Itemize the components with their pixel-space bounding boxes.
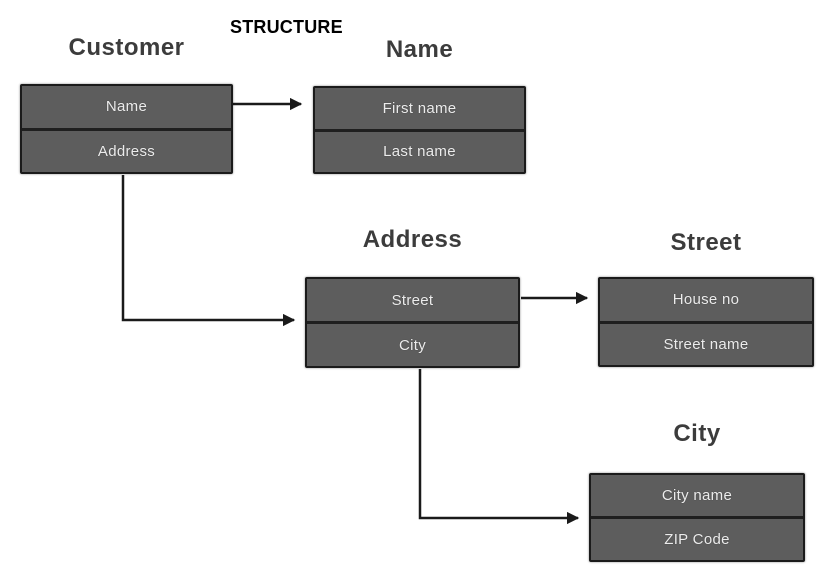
node-title-street: Street xyxy=(670,229,742,256)
node-customer: Name Address xyxy=(20,84,233,174)
field-customer-address: Address xyxy=(22,127,231,173)
node-street: House no Street name xyxy=(598,277,814,367)
field-street-house-no: House no xyxy=(672,291,740,309)
node-title-address: Address xyxy=(362,226,463,253)
field-street-street-name: Street name xyxy=(600,320,812,366)
field-city-zip-code: ZIP Code xyxy=(591,516,803,560)
node-title-city: City xyxy=(673,420,721,447)
field-name-first-name: First name xyxy=(382,99,457,117)
arrow-customer-to-address xyxy=(121,175,296,327)
node-title-name: Name xyxy=(385,36,454,63)
field-customer-name: Name xyxy=(105,98,148,116)
arrow-address-to-city xyxy=(418,369,580,525)
page-title: STRUCTURE xyxy=(230,17,343,37)
node-address: Street City xyxy=(305,277,520,368)
node-name: First name Last name xyxy=(313,86,526,174)
node-title-customer: Customer xyxy=(68,34,185,61)
field-city-city-name: City name xyxy=(661,487,733,504)
field-address-city: City xyxy=(307,321,518,366)
field-address-street: Street xyxy=(391,291,434,309)
field-name-last-name: Last name xyxy=(315,128,524,173)
node-city: City name ZIP Code xyxy=(589,473,805,562)
